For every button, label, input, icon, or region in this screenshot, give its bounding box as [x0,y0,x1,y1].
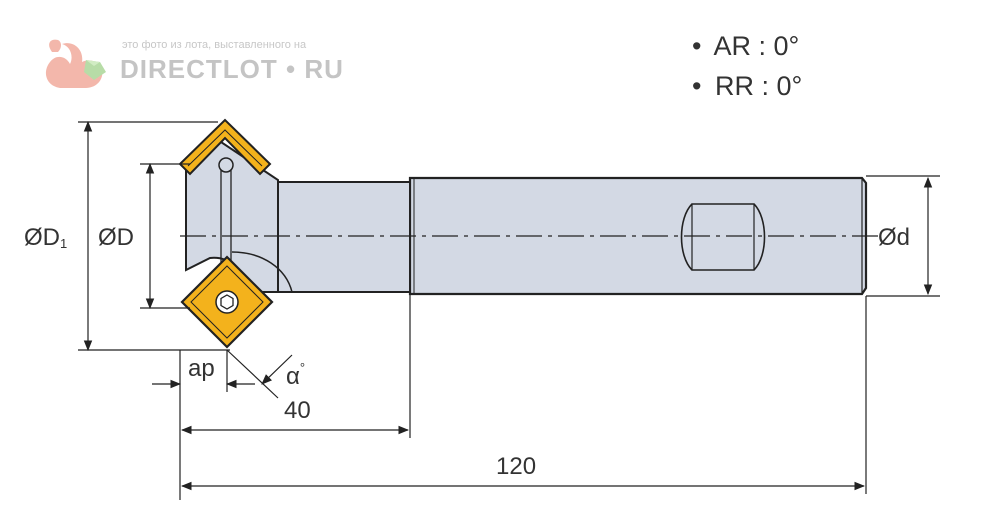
lower-insert [180,255,274,349]
watermark: это фото из лота, выставленного на DIREC… [45,39,344,88]
squirrel-logo-icon [45,39,106,88]
label-alpha-symbol: α [286,363,300,390]
spec-list: • AR : 0° • RR : 0° [692,31,802,101]
spec-rr-bullet: • [692,71,701,101]
dimension-labels: ØD1 ØD Ød ap α° 40 120 [24,224,910,480]
label-alpha-degree: ° [300,360,305,375]
spec-ar-bullet: • [692,31,701,61]
spec-ar-text: AR : 0° [713,31,799,61]
label-d1: ØD1 [24,224,67,251]
insert-screw-icon [215,290,239,314]
label-length-40: 40 [284,397,311,424]
label-d1-main: ØD [24,224,60,251]
spec-rr-text: RR : 0° [715,71,802,101]
label-ap: ap [188,355,215,382]
upper-insert [178,118,272,176]
label-alpha: α° [286,360,305,390]
label-small-d: Ød [878,224,910,251]
spec-rr: • RR : 0° [692,71,802,101]
watermark-caption: это фото из лота, выставленного на [122,39,307,51]
tool-body [185,138,868,296]
shank-flat [680,203,766,271]
label-length-120: 120 [496,453,536,480]
spec-ar: • AR : 0° [692,31,799,61]
label-d1-sub: 1 [60,236,67,251]
watermark-brand: DIRECTLOT • RU [120,54,344,84]
tool-neck [277,181,411,293]
dimension-lines [78,120,940,500]
label-d: ØD [98,224,134,251]
coolant-hole [218,157,234,173]
